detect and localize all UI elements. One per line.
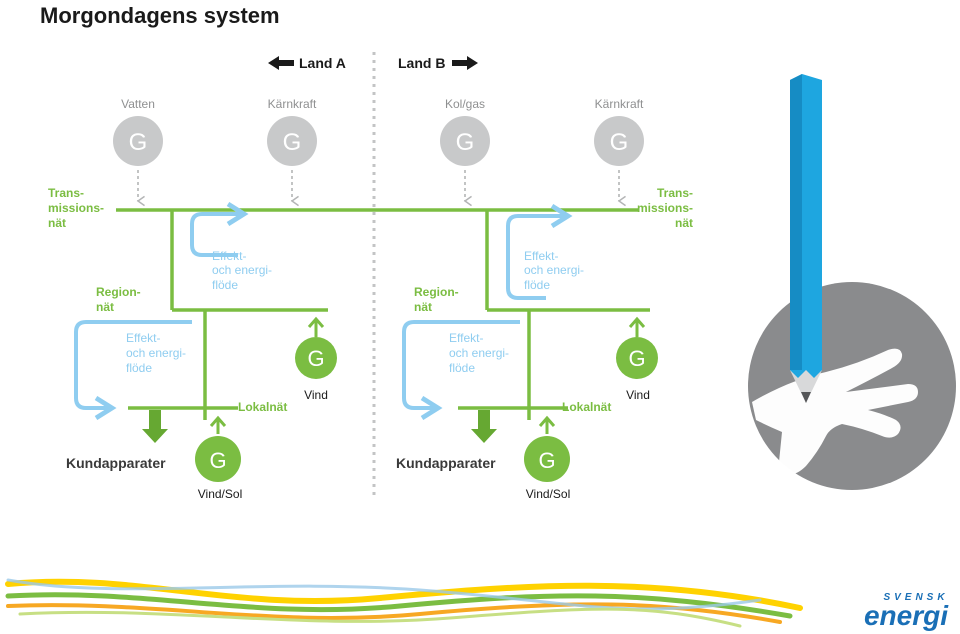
svg-text:nät: nät <box>675 216 693 230</box>
flow-label-b-upper: Effekt- och energi- flöde <box>524 249 584 292</box>
svg-text:Effekt-: Effekt- <box>212 249 246 263</box>
svg-text:missions-: missions- <box>48 201 104 215</box>
svg-text:och energi-: och energi- <box>449 346 509 360</box>
customer-arrow-b <box>471 410 497 443</box>
windsun-label-a: Vind/Sol <box>198 487 242 501</box>
svg-text:Trans-: Trans- <box>657 186 693 200</box>
svg-text:G: G <box>129 129 148 156</box>
customer-arrow-a <box>142 410 168 443</box>
country-a-label: Land A <box>299 55 346 71</box>
svg-text:G: G <box>456 129 475 156</box>
generator-karnkraft-b: G <box>594 116 644 166</box>
svg-text:Region-: Region- <box>414 285 459 299</box>
decorative-swooshes <box>5 578 803 628</box>
arrow-left-icon <box>268 56 294 70</box>
page-title: Morgondagens system <box>40 3 280 28</box>
svg-text:Region-: Region- <box>96 285 141 299</box>
wind-label-a: Vind <box>304 388 328 402</box>
svg-text:G: G <box>283 129 302 156</box>
plant-label-vatten: Vatten <box>121 97 155 111</box>
flow-arrow-a-upper <box>190 201 249 257</box>
svg-text:och energi-: och energi- <box>126 346 186 360</box>
flow-label-b-lower: Effekt- och energi- flöde <box>449 331 509 375</box>
svg-text:flöde: flöde <box>449 361 475 375</box>
svg-text:nät: nät <box>96 300 114 314</box>
flow-label-a-upper: Effekt- och energi- flöde <box>212 249 272 292</box>
svg-text:missions-: missions- <box>637 201 693 215</box>
feed-arrows <box>136 170 626 207</box>
generator-windsun-b: G <box>524 415 570 482</box>
plant-label-kolgas: Kol/gas <box>445 97 485 111</box>
arrow-right-icon <box>452 56 478 70</box>
svg-text:flöde: flöde <box>126 361 152 375</box>
flow-arrow-a-lower <box>74 320 192 421</box>
svg-text:flöde: flöde <box>212 278 238 292</box>
generator-wind-b: G <box>616 316 658 379</box>
plant-label-karnkraft-b: Kärnkraft <box>595 97 644 111</box>
svg-text:Effekt-: Effekt- <box>449 331 483 345</box>
regional-label-b: Region- nät <box>414 285 459 314</box>
local-net-label-a: Lokalnät <box>238 400 287 414</box>
windsun-label-b: Vind/Sol <box>526 487 570 501</box>
local-net-label-b: Lokalnät <box>562 400 611 414</box>
generator-wind-a: G <box>295 316 337 379</box>
svg-text:Effekt-: Effekt- <box>126 331 160 345</box>
transmission-label-right: Trans- missions- nät <box>637 186 693 230</box>
svg-text:G: G <box>209 448 226 473</box>
wind-label-b: Vind <box>626 388 650 402</box>
generator-vatten: G <box>113 116 163 166</box>
svg-text:och energi-: och energi- <box>524 263 584 277</box>
hand-icon <box>748 282 956 490</box>
svg-text:nät: nät <box>48 216 66 230</box>
generator-karnkraft-a: G <box>267 116 317 166</box>
svg-text:Effekt-: Effekt- <box>524 249 558 263</box>
svg-text:nät: nät <box>414 300 432 314</box>
svg-text:och energi-: och energi- <box>212 263 272 277</box>
generator-windsun-a: G <box>195 415 241 482</box>
svg-text:G: G <box>610 129 629 156</box>
svg-text:G: G <box>538 448 555 473</box>
svg-text:SVENSK: SVENSK <box>883 592 948 603</box>
regional-network-b <box>458 210 650 420</box>
transmission-label-left: Trans- missions- nät <box>48 186 104 230</box>
country-b-label: Land B <box>398 55 445 71</box>
customer-label-b: Kundapparater <box>396 455 496 471</box>
svg-text:energi: energi <box>864 600 949 631</box>
regional-label-a: Region- nät <box>96 285 141 314</box>
svg-text:G: G <box>628 346 645 371</box>
svensk-energi-logo: SVENSK energi <box>864 592 949 631</box>
generator-kolgas: G <box>440 116 490 166</box>
svg-text:Trans-: Trans- <box>48 186 84 200</box>
flow-arrow-b-upper <box>506 203 573 300</box>
plant-label-karnkraft-a: Kärnkraft <box>268 97 317 111</box>
svg-text:flöde: flöde <box>524 278 550 292</box>
pencil-icon <box>790 74 822 403</box>
flow-arrow-b-lower <box>402 320 520 421</box>
regional-network-a <box>128 210 328 420</box>
flow-label-a-lower: Effekt- och energi- flöde <box>126 331 186 375</box>
customer-label-a: Kundapparater <box>66 455 166 471</box>
svg-text:G: G <box>307 346 324 371</box>
